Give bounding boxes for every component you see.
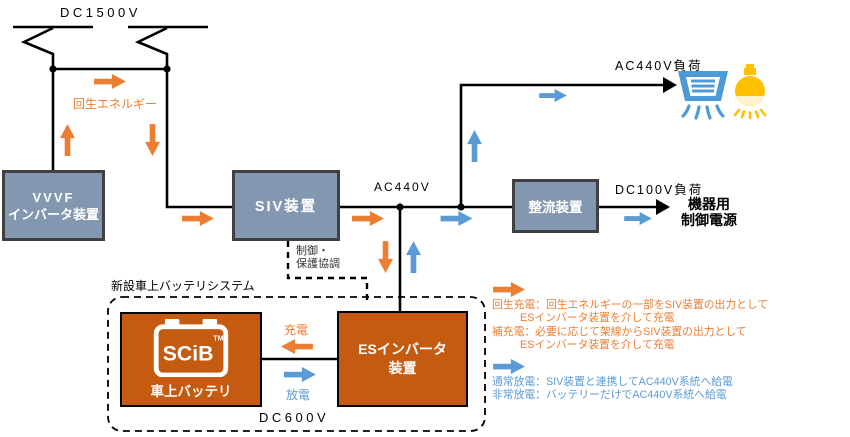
pantograph-left-icon <box>13 25 93 69</box>
es-charge-down-arrow <box>378 241 393 273</box>
es-inverter-line1: ESインバータ <box>358 341 447 357</box>
regen-flow-right-arrow <box>93 74 127 89</box>
pantograph-right-icon <box>128 25 208 69</box>
battery-system-boundary <box>107 296 486 432</box>
battery-system-title: 新設車上バッテリシステム <box>111 279 255 293</box>
ac-load-right-arrow <box>537 89 569 102</box>
junction-dots <box>49 65 465 211</box>
dc600v-label: DC600V <box>259 410 330 425</box>
rectifier-box-label: 整流装置 <box>528 200 583 215</box>
battery-icon: SCiB TM <box>153 319 229 377</box>
es-inverter-line2: 装置 <box>388 360 417 376</box>
charge-legend: 回生充電：回生エネルギーの一部をSIV装置の出力として ESインバータ装置を介し… <box>492 299 768 352</box>
into-siv-arrow <box>181 211 215 226</box>
rectifier-box: 整流装置 <box>512 179 599 233</box>
dc1500v-label: DC1500V <box>60 5 141 20</box>
onboard-battery-box: SCiB TM 車上バッテリ <box>120 312 262 407</box>
equipment-control-power-label: 機器用 制御電源 <box>663 196 755 228</box>
control-coordination-line1: 制御・ <box>296 245 329 257</box>
siv-output-arrow <box>351 211 385 226</box>
siv-box-label: SIV装置 <box>254 199 318 215</box>
legend-discharge-arrow <box>492 359 526 374</box>
onboard-battery-label: 車上バッテリ <box>150 384 232 399</box>
ac-load-up-arrow <box>467 129 482 163</box>
charge-left-arrow <box>277 339 317 354</box>
ac-load-arrowhead <box>663 77 677 93</box>
es-inverter-box: ESインバータ 装置 <box>337 311 468 407</box>
air-conditioner-icon <box>678 71 728 120</box>
control-coordination-line2: 保護協調 <box>296 258 340 270</box>
legend-charge-arrow <box>492 282 526 297</box>
scib-tm-mark: TM <box>213 333 223 342</box>
dc100v-load-label: DC100V負荷 <box>615 183 704 197</box>
scib-logo: SCiB <box>163 342 214 366</box>
legend-supplement-charge-line: 補充電：必要に応じて架線からSIV装置の出力として <box>492 325 747 338</box>
discharge-legend: 通常放電：SIV装置と連携してAC440V系統へ給電 非常放電：バッテリーだけで… <box>492 376 733 403</box>
bus-right-blue-arrow <box>439 211 474 226</box>
feed-down-arrow <box>145 123 160 157</box>
control-coordination-label: 制御・ 保護協調 <box>296 245 340 271</box>
dc-load-arrowhead <box>656 199 670 215</box>
discharge-label: 放電 <box>286 388 311 402</box>
power-lines <box>51 67 663 361</box>
discharge-right-arrow <box>282 367 318 382</box>
es-discharge-up-arrow <box>406 241 421 273</box>
legend-emergency-discharge-line: 非常放電：バッテリーだけでAC440V系統へ給電 <box>492 389 727 402</box>
equipment-line1: 機器用 <box>688 196 730 212</box>
regen-energy-label: 回生エネルギー <box>73 97 158 111</box>
legend-normal-discharge-line: 通常放電：SIV装置と連携してAC440V系統へ給電 <box>492 376 733 388</box>
light-bulb-icon <box>733 64 767 120</box>
ac440v-label: AC440V <box>374 180 431 194</box>
charge-label: 充電 <box>284 323 309 337</box>
ac440v-load-label: AC440V負荷 <box>615 59 703 73</box>
siv-box: SIV装置 <box>232 170 340 241</box>
legend-supplement-charge-line2: ESインバータ装置を介して充電 <box>520 338 675 351</box>
regen-up-arrow <box>60 123 75 157</box>
equipment-line2: 制御電源 <box>681 212 737 228</box>
legend-regen-charge-line: 回生充電：回生エネルギーの一部をSIV装置の出力として <box>492 299 769 311</box>
vvvf-inverter-box: VVVF インバータ装置 <box>2 170 105 241</box>
dc-load-right-arrow <box>621 212 655 225</box>
vvvf-box-line1: VVVF <box>32 189 75 205</box>
legend-regen-charge-line2: ESインバータ装置を介して充電 <box>520 312 675 325</box>
vvvf-box-line2: インバータ装置 <box>7 206 99 222</box>
